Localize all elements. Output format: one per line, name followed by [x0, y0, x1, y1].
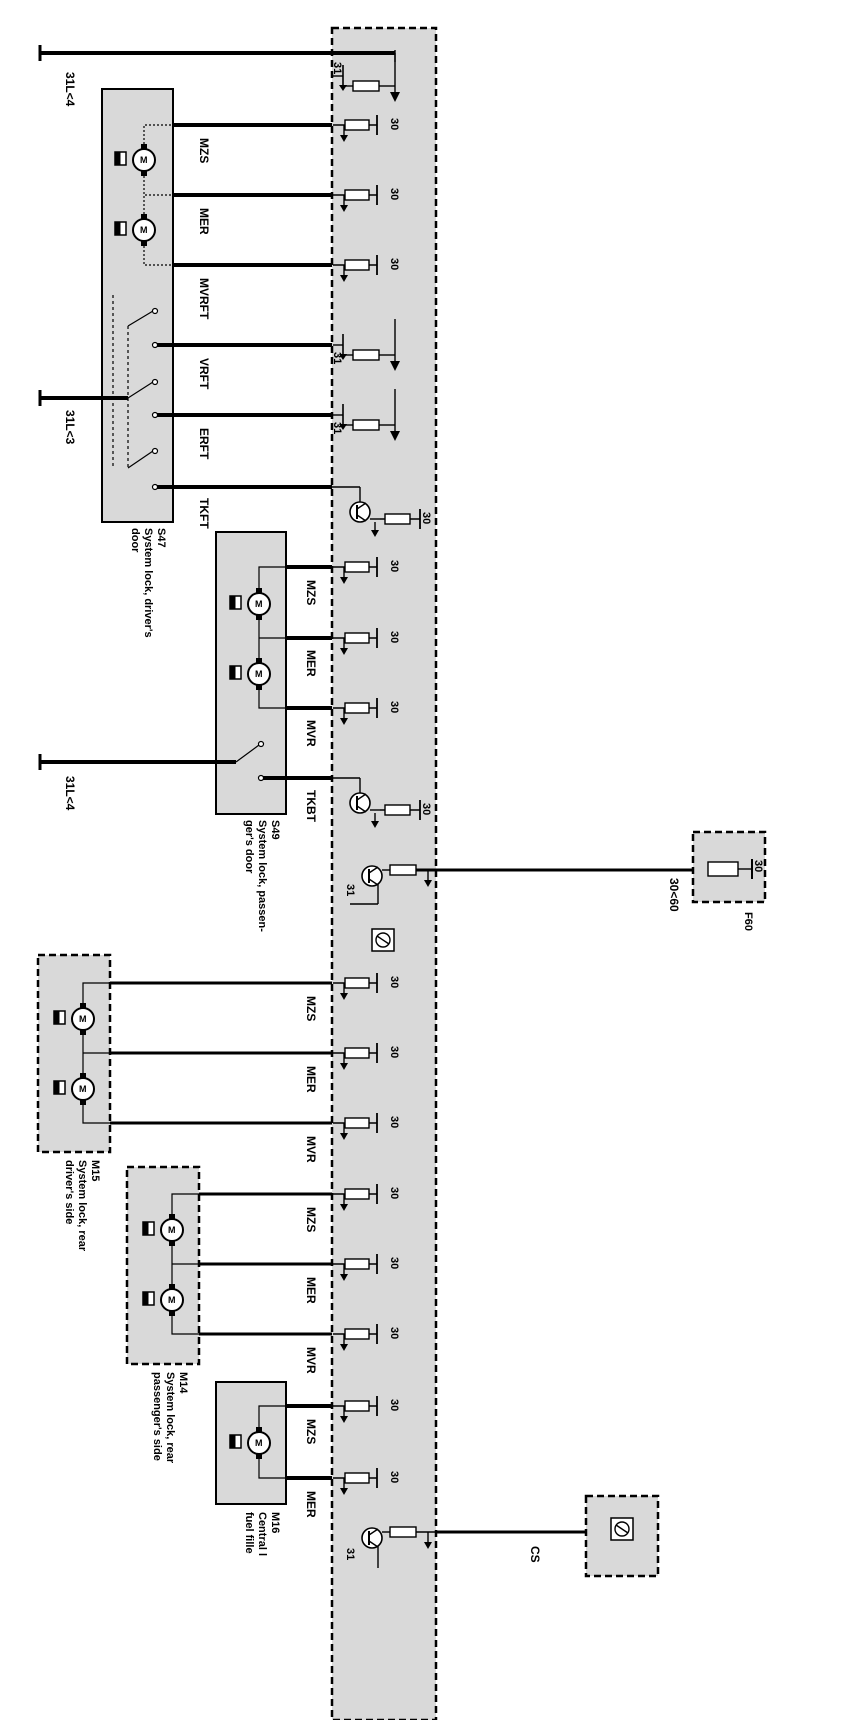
s47-wire-label: MER — [197, 208, 211, 235]
terminal-30-label: 30 — [388, 1116, 400, 1128]
control-unit-housing — [330, 26, 438, 1720]
m15-id: M15 — [89, 1160, 101, 1181]
terminal-30-label: 30 — [752, 860, 764, 872]
m16-id: M16 — [269, 1512, 281, 1533]
m14-desc-line2: passenger's side — [151, 1372, 163, 1461]
motor-wiring — [258, 566, 332, 709]
cs-label: CS — [528, 1546, 542, 1563]
motor-m-label: M — [79, 1014, 87, 1024]
motor-wiring — [82, 982, 110, 1124]
s49-id: S49 — [269, 820, 281, 840]
motor-wiring — [143, 124, 332, 266]
terminal-30-label: 30 — [388, 1046, 400, 1058]
m14-id: M14 — [177, 1372, 189, 1394]
s49-wire-label: MZS — [304, 580, 318, 605]
s49-desc-line1: System lock, passen- — [256, 820, 268, 932]
m15-wire-label: MVR — [304, 1136, 318, 1163]
terminal-31-label: 31 — [331, 422, 343, 434]
terminal-30-label: 30 — [420, 512, 432, 524]
terminal-31-label: 31 — [331, 62, 343, 74]
s49-desc-line2: ger's door — [243, 820, 255, 874]
motor-indicator-icon — [114, 221, 127, 236]
terminal-30-label: 30 — [388, 560, 400, 572]
control-unit-icon — [610, 1517, 634, 1541]
motor-m-label: M — [255, 599, 263, 609]
motor-m-label: M — [168, 1225, 176, 1235]
s47-desc-line1: System lock, driver's — [142, 528, 154, 638]
m15-wire-label: MER — [304, 1066, 318, 1093]
ground-wire-mid — [38, 390, 128, 406]
input-transistor-tkbt — [332, 777, 421, 828]
s47-wire-label: ERFT — [197, 428, 211, 460]
motor-m-label: M — [140, 155, 148, 165]
motor-indicator-icon — [229, 665, 242, 680]
motor-m-label: M — [255, 1438, 263, 1448]
m14-wire-label: MVR — [304, 1347, 318, 1374]
motor-indicator-icon — [229, 1434, 242, 1449]
ground-wire-s49 — [38, 754, 236, 770]
terminal-30-label: 30 — [388, 976, 400, 988]
terminal-30-label: 30 — [388, 1399, 400, 1411]
terminal-31-labels: 31 31 31 31 — [331, 352, 356, 1560]
s47-desc-line2: door — [129, 528, 141, 553]
ground-label-top: 31L<4 — [63, 72, 77, 107]
s47-wire-label: MVRFT — [197, 278, 211, 320]
m15-desc-line2: driver's side — [63, 1160, 75, 1224]
f60-id: F60 — [742, 912, 754, 931]
terminal-30-label: 30 — [388, 118, 400, 130]
f60-input-label: 30<60 — [667, 878, 681, 912]
motor-m-label: M — [168, 1295, 176, 1305]
s47-wire-label: VRFT — [197, 358, 211, 390]
s47-wire-label: TKFT — [197, 498, 211, 529]
motor-indicator-icon — [53, 1010, 66, 1025]
m15-wire-label: MZS — [304, 996, 318, 1021]
motor-indicator-icon — [114, 151, 127, 166]
terminal-30-label: 30 — [388, 188, 400, 200]
terminal-30-label: 30 — [388, 1471, 400, 1483]
motor-m-label: M — [140, 225, 148, 235]
ground-label-mid: 31L<3 — [63, 410, 77, 445]
control-unit-icon — [371, 928, 395, 952]
cs-module-box — [584, 1494, 660, 1578]
m15-desc-line1: System lock, rear — [76, 1160, 88, 1252]
s49-wire-label: MVR — [304, 720, 318, 747]
motor-m-label: M — [79, 1084, 87, 1094]
motor-indicator-icon — [229, 595, 242, 610]
terminal-30-label: 30 — [388, 1327, 400, 1339]
terminal-30-label: 30 — [420, 803, 432, 815]
f60-fuse — [707, 859, 753, 879]
motor-indicator-icon — [53, 1080, 66, 1095]
ground-label-s49: 31L<4 — [63, 776, 77, 811]
supply-transistor — [350, 864, 698, 905]
s47-wire-label: MZS — [197, 138, 211, 163]
m14-desc-line1: System lock, rear — [164, 1372, 176, 1464]
terminal-30-label: 30 — [388, 701, 400, 713]
motor-indicator-icon — [142, 1221, 155, 1236]
terminal-30-label: 30 — [388, 258, 400, 270]
s47-id: S47 — [155, 528, 167, 548]
terminal-30-label: 30 — [388, 1257, 400, 1269]
motor-indicator-icon — [142, 1291, 155, 1306]
terminal-30-label: 30 — [388, 1187, 400, 1199]
m14-wire-label: MZS — [304, 1207, 318, 1232]
terminal-30-labels: 30 30 30 30 30 30 30 30 30 30 30 30 30 3… — [388, 118, 764, 1483]
terminal-31-label: 31 — [344, 1548, 356, 1560]
m16-desc-line1: Central l — [256, 1512, 268, 1556]
m16-wire-label: MER — [304, 1491, 318, 1518]
input-transistor-tkft — [332, 486, 421, 537]
motor-wiring — [171, 1193, 199, 1335]
cs-transistor — [361, 1526, 436, 1568]
terminal-31-label: 31 — [344, 884, 356, 896]
s49-wire-label: MER — [304, 650, 318, 677]
terminal-30-label: 30 — [388, 631, 400, 643]
motor-wiring — [258, 1405, 286, 1479]
m16-desc-line2: fuel fille — [243, 1512, 255, 1554]
terminal-31-label: 31 — [331, 352, 343, 364]
s49-wire-label: TKBT — [304, 790, 318, 823]
motor-m-label: M — [255, 669, 263, 679]
m14-wire-label: MER — [304, 1277, 318, 1304]
m16-wire-label: MZS — [304, 1419, 318, 1444]
